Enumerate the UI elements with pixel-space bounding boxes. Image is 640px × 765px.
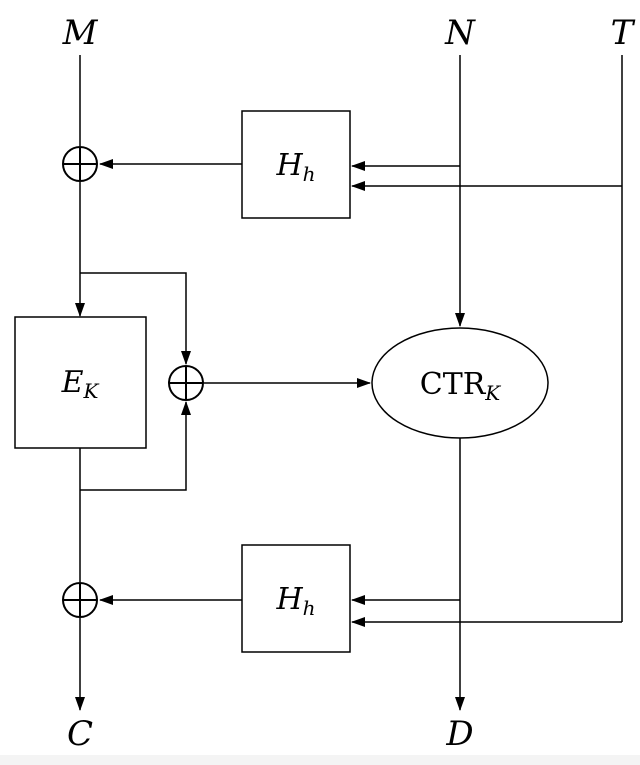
hash-top-label: Hh (275, 148, 315, 186)
output-c-label: C (67, 714, 93, 754)
cipher-ek-label: EK (61, 365, 100, 403)
output-d-label: D (445, 714, 473, 754)
xor-bottom-symbol (62, 582, 98, 618)
cipher-ek-box (14, 316, 147, 449)
xor-middle-symbol (168, 365, 204, 401)
hash-top-box (241, 110, 351, 219)
ctr-label: CTRK (420, 367, 502, 405)
input-m-label: M (62, 13, 99, 53)
input-t-label: T (611, 13, 636, 53)
post-cipher-branch-arrow (80, 401, 191, 491)
bottom-edge-strip (0, 755, 640, 765)
hash-bottom-box (241, 544, 351, 653)
pre-cipher-branch-arrow (80, 272, 191, 365)
xor-top-symbol (62, 146, 98, 182)
hash-bottom-label: Hh (275, 582, 315, 620)
input-n-label: N (444, 13, 476, 53)
